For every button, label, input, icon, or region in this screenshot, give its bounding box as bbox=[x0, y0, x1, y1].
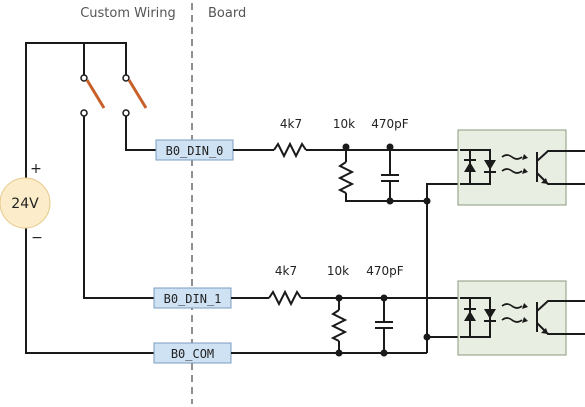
supply-voltage-label: 24V bbox=[11, 196, 39, 212]
connector-label: B0_DIN_1 bbox=[164, 292, 222, 306]
header-board: Board bbox=[208, 6, 246, 21]
header-custom-wiring: Custom Wiring bbox=[80, 6, 176, 21]
connector-b0-din-0: B0_DIN_0 bbox=[155, 139, 234, 161]
resistor-icon bbox=[268, 289, 302, 307]
switch-icon bbox=[122, 74, 156, 151]
pulldown-value: 10k bbox=[327, 264, 349, 278]
battery-icon: 24V bbox=[0, 177, 51, 229]
supply-minus-label: − bbox=[31, 230, 43, 246]
pulldown-value: 10k bbox=[333, 117, 355, 131]
resistor-icon bbox=[337, 161, 355, 194]
connector-label: B0_COM bbox=[171, 347, 214, 361]
resistor-icon bbox=[330, 309, 348, 342]
optocoupler-icon bbox=[457, 280, 585, 356]
connector-label: B0_DIN_0 bbox=[166, 144, 224, 158]
capacitor-value: 470pF bbox=[366, 264, 404, 278]
supply-plus-label: + bbox=[30, 161, 42, 177]
connector-b0-din-1: B0_DIN_1 bbox=[153, 287, 232, 309]
switch-icon bbox=[80, 74, 156, 299]
channel-0-circuit: 4k7 10k 470pF bbox=[233, 117, 470, 205]
connector-b0-com: B0_COM bbox=[153, 342, 232, 364]
optocoupler-icon bbox=[457, 129, 585, 206]
capacitor-value: 470pF bbox=[371, 117, 409, 131]
resistor-value: 4k7 bbox=[280, 117, 302, 131]
capacitor-icon bbox=[375, 321, 393, 329]
channel-1-circuit: 4k7 10k 470pF bbox=[231, 201, 470, 357]
capacitor-icon bbox=[381, 174, 399, 182]
resistor-value: 4k7 bbox=[275, 264, 297, 278]
resistor-icon bbox=[273, 141, 307, 159]
supply-wiring bbox=[25, 42, 156, 354]
supply-circle bbox=[0, 177, 51, 229]
